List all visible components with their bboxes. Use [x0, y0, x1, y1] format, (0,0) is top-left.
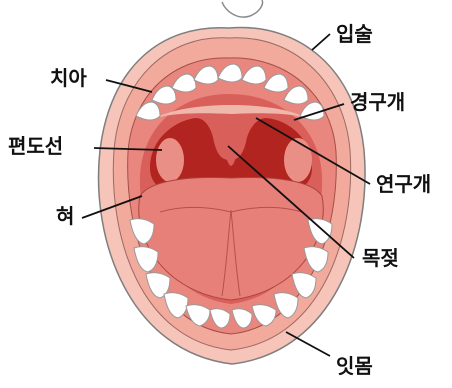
label-hard-palate: 경구개: [350, 92, 405, 112]
label-uvula: 목젖: [362, 248, 399, 268]
label-soft-palate: 연구개: [376, 174, 431, 194]
label-tongue: 혀: [56, 206, 74, 226]
label-lips: 입술: [336, 24, 373, 44]
face-contour: [222, 0, 263, 17]
label-teeth: 치아: [50, 68, 87, 88]
tonsil-right: [284, 138, 312, 182]
label-gums: 잇몸: [336, 356, 373, 376]
label-tonsil: 편도선: [8, 136, 63, 156]
leader-gums: [286, 332, 330, 356]
leader-lips: [312, 34, 330, 50]
tonsil-left: [156, 138, 184, 182]
